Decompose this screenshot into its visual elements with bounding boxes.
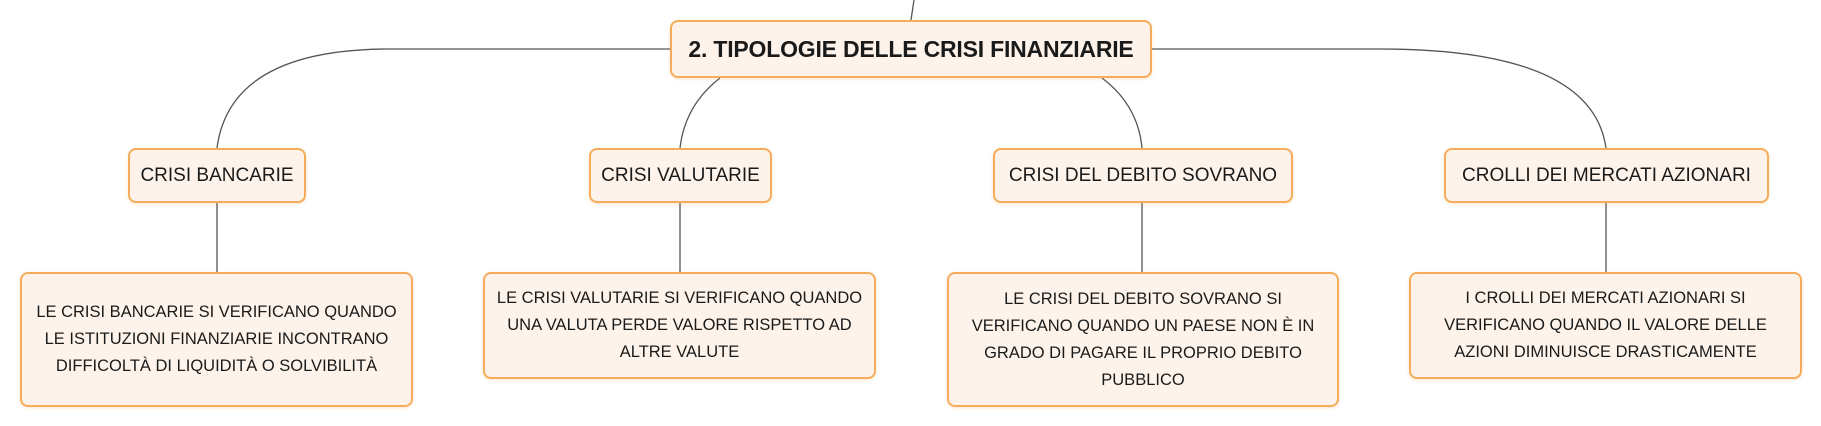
description-node-crisi-valutarie[interactable]: LE CRISI VALUTARIE SI VERIFICANO QUANDO … [483,272,876,379]
description-node-crolli-mercati-azionari[interactable]: I CROLLI DEI MERCATI AZIONARI SI VERIFIC… [1409,272,1802,379]
description-text: I CROLLI DEI MERCATI AZIONARI SI VERIFIC… [1444,289,1767,361]
root-node-label: 2. TIPOLOGIE DELLE CRISI FINANZIARIE [688,35,1134,62]
connector-root-cat-4 [1152,48,1607,149]
category-label: CRISI DEL DEBITO SOVRANO [1008,164,1278,186]
connector-root-cat-2 [679,77,721,149]
category-node-crisi-debito-sovrano[interactable]: CRISI DEL DEBITO SOVRANO [993,148,1293,203]
connector-root-cat-1 [216,48,670,149]
description-text: LE CRISI DEL DEBITO SOVRANO SI VERIFICAN… [971,289,1315,389]
category-label: CRISI VALUTARIE [601,164,760,186]
connector-parent-root [910,0,915,21]
description-node-crisi-bancarie[interactable]: LE CRISI BANCARIE SI VERIFICANO QUANDO L… [20,272,413,407]
connector-root-cat-3 [1101,77,1143,149]
description-node-crisi-debito-sovrano[interactable]: LE CRISI DEL DEBITO SOVRANO SI VERIFICAN… [947,272,1339,407]
root-node[interactable]: 2. TIPOLOGIE DELLE CRISI FINANZIARIE [670,20,1152,78]
description-text: LE CRISI BANCARIE SI VERIFICANO QUANDO L… [36,303,397,375]
category-node-crolli-mercati-azionari[interactable]: CROLLI DEI MERCATI AZIONARI [1444,148,1769,203]
category-node-crisi-bancarie[interactable]: CRISI BANCARIE [128,148,306,203]
category-label: CROLLI DEI MERCATI AZIONARI [1462,164,1751,186]
category-label: CRISI BANCARIE [140,164,294,186]
category-node-crisi-valutarie[interactable]: CRISI VALUTARIE [589,148,772,203]
description-text: LE CRISI VALUTARIE SI VERIFICANO QUANDO … [496,289,863,361]
